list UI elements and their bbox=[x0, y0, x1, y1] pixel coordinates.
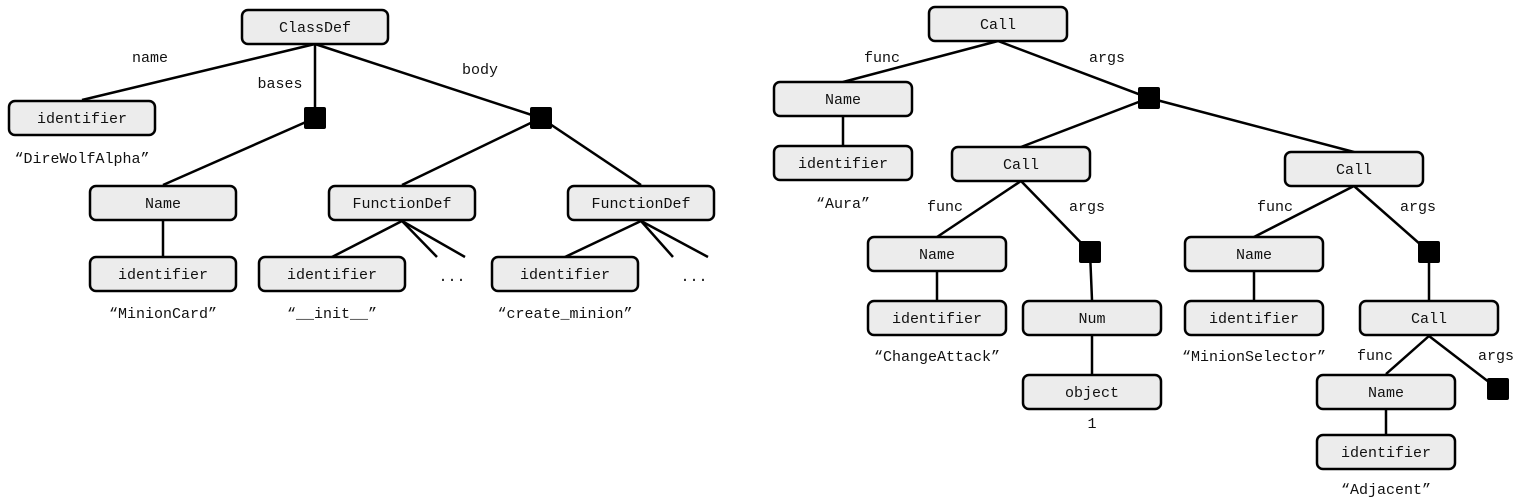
call-change-attack-node-label: Call bbox=[1003, 157, 1039, 174]
minion-selector-identifier-node: identifier bbox=[1183, 299, 1325, 337]
functiondef-create-minion-node-label: FunctionDef bbox=[591, 196, 690, 213]
edge-label-args-minion-selector: args bbox=[1400, 199, 1436, 216]
aura-name-node-label: Name bbox=[825, 92, 861, 109]
edge-label-func-root: func bbox=[864, 50, 900, 67]
adjacent-name-node: Name bbox=[1315, 373, 1457, 411]
aura-name-node: Name bbox=[772, 80, 914, 118]
value-change-attack: “ChangeAttack” bbox=[874, 349, 1000, 366]
edge-label-body: body bbox=[462, 62, 498, 79]
value-adjacent: “Adjacent” bbox=[1341, 482, 1431, 499]
list-markers bbox=[304, 87, 1509, 400]
edge-label-name: name bbox=[132, 50, 168, 67]
change-attack-identifier-node: identifier bbox=[866, 299, 1008, 337]
value-one: 1 bbox=[1087, 416, 1096, 433]
adjacent-identifier-node-label: identifier bbox=[1341, 445, 1431, 462]
edge-label-func-minion-selector: func bbox=[1257, 199, 1293, 216]
args-list-marker-adjacent bbox=[1487, 378, 1509, 400]
adjacent-name-node-label: Name bbox=[1368, 385, 1404, 402]
aura-identifier-node: identifier bbox=[772, 144, 914, 182]
change-attack-name-node: Name bbox=[866, 235, 1008, 273]
create-minion-identifier-node: identifier bbox=[490, 255, 640, 293]
call-minion-selector-node-label: Call bbox=[1336, 162, 1372, 179]
functiondef-create-minion-node: FunctionDef bbox=[566, 184, 716, 222]
minion-selector-name-node: Name bbox=[1183, 235, 1325, 273]
object-node: object bbox=[1021, 373, 1163, 411]
adjacent-identifier-node: identifier bbox=[1315, 433, 1457, 471]
value-aura: “Aura” bbox=[816, 196, 870, 213]
edge-label-bases: bases bbox=[257, 76, 302, 93]
call-adjacent-node: Call bbox=[1358, 299, 1500, 337]
labels: name bases body “DireWolfAlpha” “MinionCard”… bbox=[14, 50, 1514, 499]
init-identifier-node: identifier bbox=[257, 255, 407, 293]
value-minioncard: “MinionCard” bbox=[109, 306, 217, 323]
edge-label-args-adjacent: args bbox=[1478, 348, 1514, 365]
change-attack-identifier-node-label: identifier bbox=[892, 311, 982, 328]
call-root-node: Call bbox=[927, 5, 1069, 43]
call-adjacent-node-label: Call bbox=[1411, 311, 1447, 328]
init-identifier-node-label: identifier bbox=[287, 267, 377, 284]
edges bbox=[81, 39, 1499, 435]
call-change-attack-node: Call bbox=[950, 145, 1092, 183]
value-minion-selector: “MinionSelector” bbox=[1182, 349, 1326, 366]
value-create-minion: “create_minion” bbox=[497, 306, 632, 323]
args-list-marker bbox=[1138, 87, 1160, 109]
value-init: “__init__” bbox=[287, 306, 377, 323]
edge-label-args-root: args bbox=[1089, 50, 1125, 67]
bases-name-node: Name bbox=[88, 184, 238, 222]
call-minion-selector-node: Call bbox=[1283, 150, 1425, 188]
minion-selector-name-node-label: Name bbox=[1236, 247, 1272, 264]
ellipsis-init: ... bbox=[438, 269, 465, 286]
bases-name-node-label: Name bbox=[145, 196, 181, 213]
create-minion-identifier-node-label: identifier bbox=[520, 267, 610, 284]
name-identifier-node-label: identifier bbox=[37, 111, 127, 128]
num-node-label: Num bbox=[1078, 311, 1105, 328]
classdef-node: ClassDef bbox=[240, 8, 390, 46]
classdef-node-label: ClassDef bbox=[279, 20, 351, 37]
change-attack-name-node-label: Name bbox=[919, 247, 955, 264]
bases-list-marker bbox=[304, 107, 326, 129]
edge-label-args-change-attack: args bbox=[1069, 199, 1105, 216]
body-list-marker bbox=[530, 107, 552, 129]
edge-label-func-adjacent: func bbox=[1357, 348, 1393, 365]
aura-identifier-node-label: identifier bbox=[798, 156, 888, 173]
object-node-label: object bbox=[1065, 385, 1119, 402]
bases-identifier-node-label: identifier bbox=[118, 267, 208, 284]
edge-label-func-change-attack: func bbox=[927, 199, 963, 216]
args-list-marker-change-attack bbox=[1079, 241, 1101, 263]
minion-selector-identifier-node-label: identifier bbox=[1209, 311, 1299, 328]
value-direwolfalpha: “DireWolfAlpha” bbox=[14, 151, 149, 168]
functiondef-init-node-label: FunctionDef bbox=[352, 196, 451, 213]
name-identifier-node: identifier bbox=[7, 99, 157, 137]
args-list-marker-minion-selector bbox=[1418, 241, 1440, 263]
num-node: Num bbox=[1021, 299, 1163, 337]
ellipsis-create-minion: ... bbox=[680, 269, 707, 286]
functiondef-init-node: FunctionDef bbox=[327, 184, 477, 222]
bases-identifier-node: identifier bbox=[88, 255, 238, 293]
call-root-node-label: Call bbox=[980, 17, 1016, 34]
nodes: ClassDefidentifierNameidentifierFunction… bbox=[7, 5, 1500, 471]
